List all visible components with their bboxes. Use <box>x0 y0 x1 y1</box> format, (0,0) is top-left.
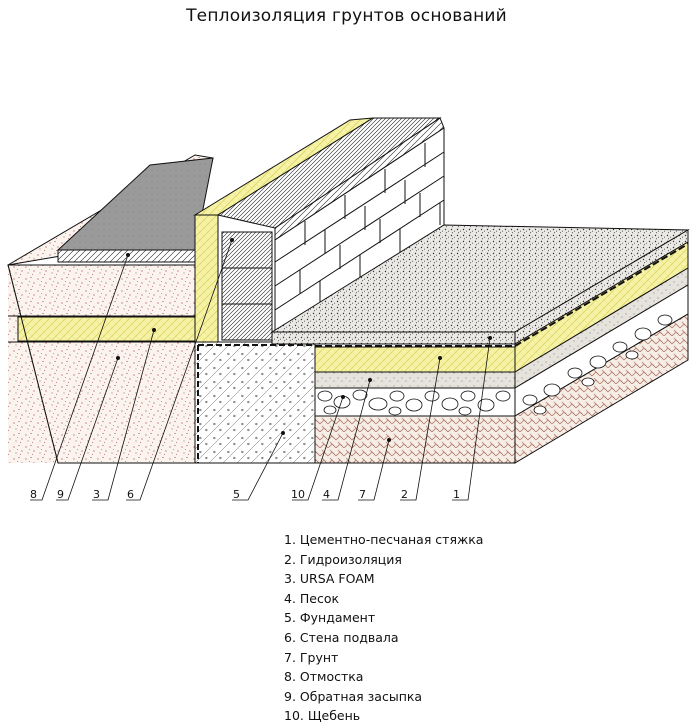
floor-right-side <box>514 229 689 464</box>
blind-area <box>56 157 214 263</box>
legend-item: 6. Стена подвала <box>284 629 399 645</box>
legend-item: 1. Цементно-песчаная стяжка <box>284 532 484 547</box>
legend-item: 10. Щебень <box>284 708 361 724</box>
diagram-title: Теплоизоляция грунтов оснований <box>186 6 507 26</box>
callout-2: 2 <box>401 488 408 501</box>
callout-9: 9 <box>57 488 64 501</box>
leader-lines <box>30 239 491 501</box>
legend-item: 3. URSA FOAM <box>284 571 375 587</box>
callout-10: 10 <box>291 488 305 501</box>
basement-wall <box>216 117 445 341</box>
legend-item: 5. Фундамент <box>284 610 376 626</box>
legend-item: 2. Гидроизоляция <box>284 551 402 567</box>
foundation <box>194 341 316 464</box>
legend-item: 4. Песок <box>284 590 340 606</box>
callout-3: 3 <box>93 488 100 501</box>
callout-8: 8 <box>30 488 37 501</box>
legend-list: 1. Цементно-песчаная стяжка 2. Гидроизол… <box>284 530 483 726</box>
callout-6: 6 <box>127 488 134 501</box>
callout-5: 5 <box>233 488 240 501</box>
legend-item: 9. Обратная засыпка <box>284 688 423 704</box>
callout-4: 4 <box>323 488 330 501</box>
legend-item: 8. Отмостка <box>284 669 364 685</box>
floor-layers <box>271 331 516 464</box>
callout-numbers: 8 9 3 6 5 10 4 7 2 1 <box>30 488 460 501</box>
legend-item: 7. Грунт <box>284 649 339 665</box>
gravel-stones-side <box>522 314 673 415</box>
brick-wall <box>274 127 445 334</box>
callout-1: 1 <box>453 488 460 501</box>
callout-7: 7 <box>359 488 366 501</box>
gravel-stones <box>317 389 511 416</box>
